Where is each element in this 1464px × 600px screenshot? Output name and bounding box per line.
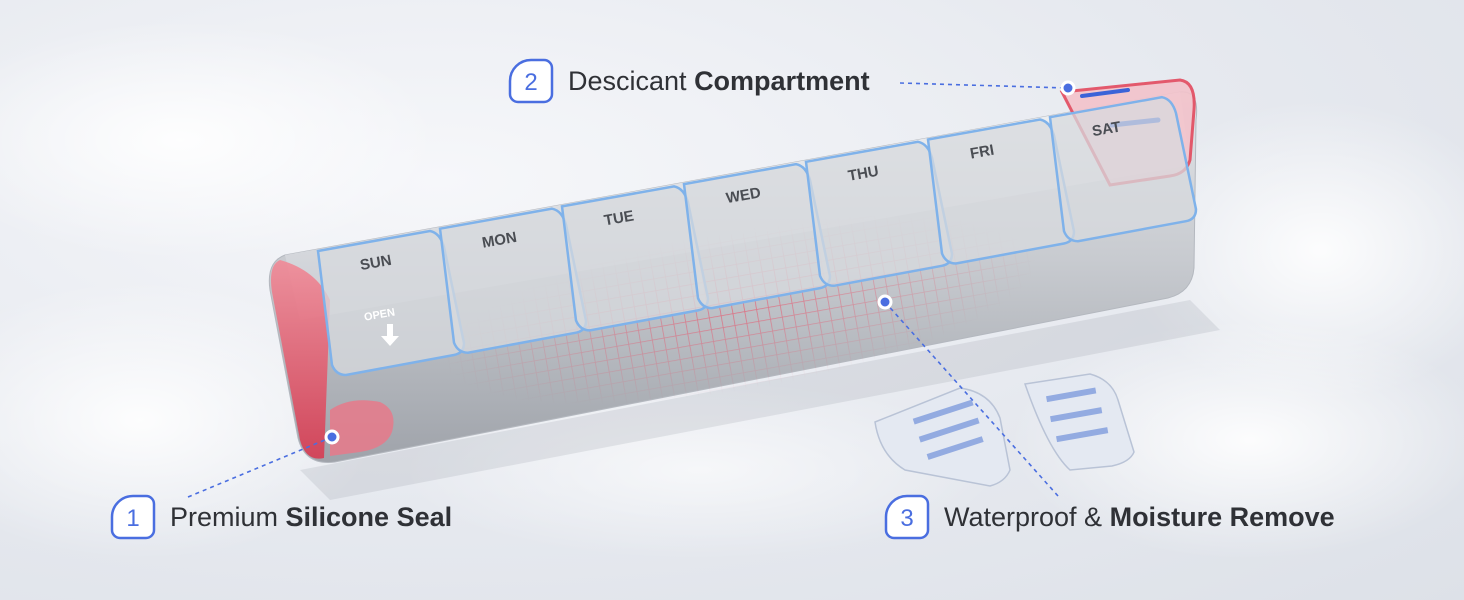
svg-text:1: 1 [126,505,139,532]
svg-text:2: 2 [524,69,537,96]
day-lid-sat [1048,95,1198,243]
callout-text-light: Premium [170,501,279,532]
callout-text-bold: Compartment [694,65,870,96]
callout-moisture-remove: 3 Waterproof & Moisture Remove [884,494,1335,540]
callout-dots [324,80,1076,445]
day-label-tue: TUE [603,207,635,229]
open-label: OPEN [363,306,396,323]
day-label-sat: SAT [1091,118,1122,140]
day-label-sun: SUN [359,252,393,274]
number-badge-icon: 2 [508,58,554,104]
callout-text-light: Waterproof & [944,501,1103,532]
svg-text:3: 3 [900,505,913,532]
callout-silicone-seal: 1 Premium Silicone Seal [110,494,452,540]
callout-leaders [187,82,1069,498]
callout-text-bold: Silicone Seal [285,501,453,532]
day-label-wed: WED [725,184,763,207]
day-lids: SUN MON TUE WED THU FRI SAT [316,95,1198,377]
day-label-thu: THU [847,163,880,185]
number-badge-icon: 3 [884,494,930,540]
arrow-down-icon [381,324,399,346]
callout-desiccant-compartment: 2 Descicant Compartment [508,58,870,104]
callout-text-light: Descicant [568,65,687,96]
day-label-fri: FRI [969,142,996,163]
number-badge-icon: 1 [110,494,156,540]
callout-text-bold: Moisture Remove [1109,501,1335,532]
silicone-seal [271,260,330,459]
desiccant-packets [874,373,1135,487]
day-label-mon: MON [481,229,518,252]
